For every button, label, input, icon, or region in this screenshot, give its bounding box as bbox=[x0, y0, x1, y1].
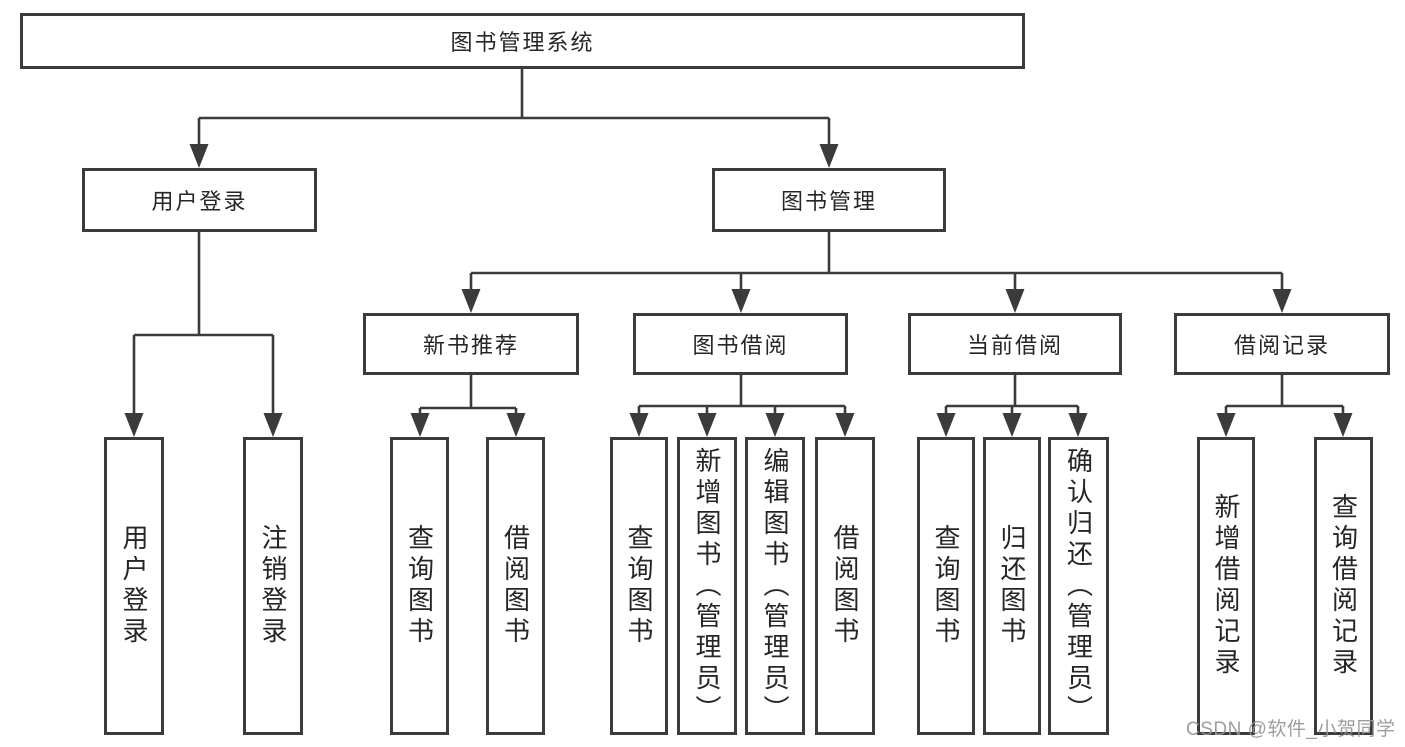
leaf-query-borrow-record: 查询借阅记录 bbox=[1314, 437, 1373, 735]
leaf-edit-book-admin: 编辑图书（管理员） bbox=[745, 437, 805, 735]
node-current-borrowing: 当前借阅 bbox=[908, 313, 1122, 375]
node-library-management-system: 图书管理系统 bbox=[20, 13, 1025, 69]
leaf-query-books: 查询图书 bbox=[917, 437, 975, 735]
leaf-query-books: 查询图书 bbox=[390, 437, 449, 735]
leaf-query-books: 查询图书 bbox=[610, 437, 668, 735]
leaf-add-book-admin: 新增图书（管理员） bbox=[677, 437, 737, 735]
leaf-confirm-return-admin: 确认归还（管理员） bbox=[1048, 437, 1109, 735]
leaf-borrow-books: 借阅图书 bbox=[486, 437, 545, 735]
node-new-book-recommendation: 新书推荐 bbox=[363, 313, 579, 375]
node-book-management: 图书管理 bbox=[712, 168, 946, 232]
leaf-logout: 注销登录 bbox=[243, 437, 303, 735]
leaf-user-login: 用户登录 bbox=[104, 437, 164, 735]
node-user-login: 用户登录 bbox=[82, 168, 317, 232]
leaf-borrow-books: 借阅图书 bbox=[815, 437, 875, 735]
csdn-watermark: CSDN @软件_小贺同学 bbox=[1186, 719, 1396, 740]
node-borrowing-records: 借阅记录 bbox=[1174, 313, 1390, 375]
node-book-borrowing: 图书借阅 bbox=[633, 313, 848, 375]
leaf-add-borrow-record: 新增借阅记录 bbox=[1197, 437, 1255, 735]
leaf-return-books: 归还图书 bbox=[983, 437, 1041, 735]
